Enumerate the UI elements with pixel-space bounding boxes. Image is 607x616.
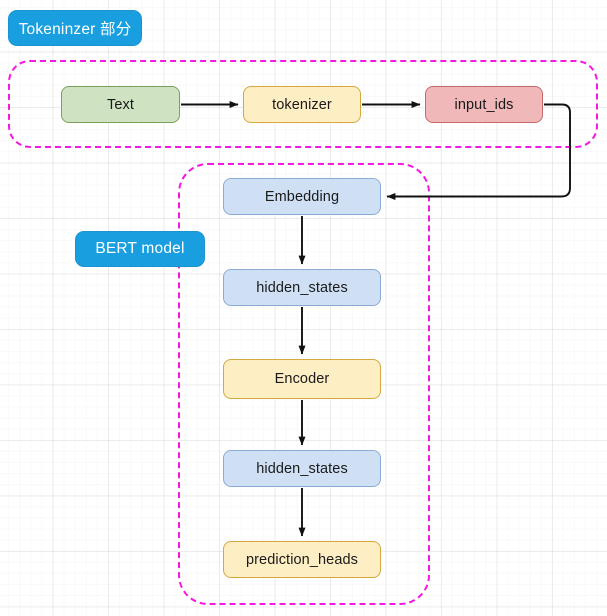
group-label-bert-model[interactable]: BERT model (75, 231, 205, 267)
node-text[interactable]: Text (61, 86, 180, 123)
node-prediction-heads-label: prediction_heads (245, 551, 359, 568)
node-tokenizer-label: tokenizer (272, 96, 332, 113)
node-embedding[interactable]: Embedding (223, 178, 381, 215)
node-encoder[interactable]: Encoder (223, 359, 381, 399)
node-prediction-heads[interactable]: prediction_heads (223, 541, 381, 578)
node-input-ids-label: input_ids (454, 96, 514, 113)
node-encoder-label: Encoder (274, 371, 330, 387)
node-input-ids[interactable]: input_ids (425, 86, 543, 123)
node-hidden-states-2-label: hidden_states (256, 460, 348, 477)
node-text-label: Text (107, 96, 134, 113)
node-hidden-states-1[interactable]: hidden_states (223, 269, 381, 306)
node-hidden-states-1-label: hidden_states (256, 279, 348, 296)
node-embedding-label: Embedding (264, 188, 340, 205)
tokenizer-group-region (8, 60, 598, 148)
group-label-bert-model-text: BERT model (95, 240, 185, 257)
group-label-tokenizer[interactable]: Tokeninzer 部分 (8, 10, 142, 46)
group-label-tokenizer-text: Tokeninzer 部分 (18, 21, 132, 38)
bert-group-region (178, 163, 430, 605)
node-hidden-states-2[interactable]: hidden_states (223, 450, 381, 487)
node-tokenizer[interactable]: tokenizer (243, 86, 361, 123)
